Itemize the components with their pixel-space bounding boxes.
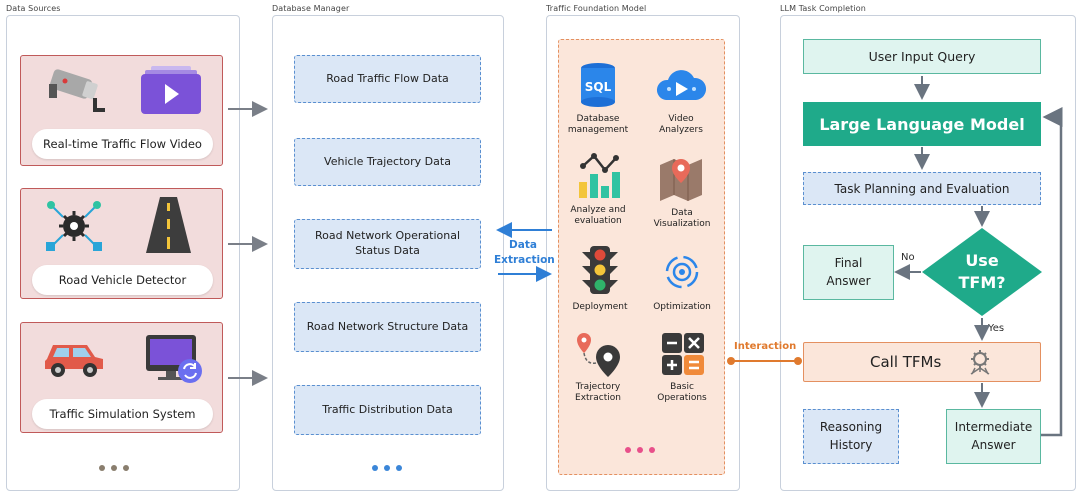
- tool-label-line2: Operations: [657, 393, 707, 404]
- tool-label-line1: Trajectory: [575, 382, 621, 392]
- data-extraction-line2: Extraction: [494, 253, 555, 266]
- task-planning-evaluation: Task Planning and Evaluation: [803, 172, 1041, 205]
- source-label-detector: Road Vehicle Detector: [32, 265, 213, 295]
- tool-label-line1: Data: [671, 208, 693, 218]
- tool-label-line1: Analyze and: [570, 205, 626, 215]
- data-extraction-label: Data Extraction: [494, 238, 555, 267]
- source-to-db-arrows: [228, 101, 268, 386]
- final-answer: Final Answer: [803, 245, 894, 300]
- tool-label-deployment: Deployment: [572, 302, 628, 312]
- data-sources-more-dots: [96, 456, 132, 475]
- source-card-video: Real-time Traffic Flow Video: [20, 55, 223, 166]
- source-card-detector: Road Vehicle Detector: [20, 188, 223, 299]
- tfm-more-dots: [622, 438, 658, 457]
- sql-icon-text: SQL: [585, 80, 612, 94]
- reasoning-history-line1: Reasoning: [819, 420, 883, 435]
- tool-label-video: Video Analyzers: [644, 114, 718, 137]
- reasoning-history-line2: History: [829, 437, 873, 452]
- bar-line-chart-icon: [579, 153, 620, 198]
- tool-label-line1: Basic: [670, 382, 694, 392]
- source-card-simulation: Traffic Simulation System: [20, 322, 223, 433]
- tool-label-line1: Video: [668, 114, 694, 124]
- data-extraction-arrows: [496, 222, 552, 282]
- large-language-model: Large Language Model: [803, 102, 1041, 146]
- map-pin-icon: [660, 159, 702, 201]
- decision-label: Use TFM?: [940, 250, 1024, 293]
- db-item-traffic-distribution: Traffic Distribution Data: [294, 385, 481, 435]
- decision-line1: Use: [965, 251, 999, 270]
- llm-flow-arrows: [894, 76, 1063, 437]
- surveillance-camera-icon: [49, 69, 105, 112]
- interaction-connector: [727, 357, 802, 365]
- reasoning-history: Reasoning History: [803, 409, 899, 464]
- source-label-simulation: Traffic Simulation System: [32, 399, 213, 429]
- target-icon: [665, 255, 699, 289]
- tfm-tools-area: [558, 39, 725, 475]
- section-title-data-sources: Data Sources: [6, 4, 61, 13]
- tool-label-line1: Database: [576, 114, 620, 124]
- db-item-road-traffic-flow: Road Traffic Flow Data: [294, 55, 481, 103]
- db-item-road-network-structure: Road Network Structure Data: [294, 302, 481, 352]
- tool-label-analyze: Analyze and evaluation: [562, 205, 634, 228]
- tool-label-line2: management: [567, 125, 629, 136]
- user-input-query: User Input Query: [803, 39, 1041, 74]
- no-label: No: [901, 252, 915, 263]
- db-item-road-network-operational: Road Network Operational Status Data: [294, 219, 481, 269]
- car-icon: [45, 345, 103, 377]
- tool-label-visualization: Data Visualization: [644, 208, 720, 231]
- decision-diamond: [922, 228, 1042, 316]
- db-item-line1: Road Network Operational: [314, 229, 461, 243]
- final-answer-line1: Final: [834, 256, 863, 271]
- gear-network-icon: [970, 350, 990, 375]
- sql-database-icon: SQL: [581, 63, 615, 107]
- section-title-database-manager: Database Manager: [272, 4, 350, 13]
- intermediate-answer: Intermediate Answer: [946, 409, 1041, 464]
- interaction-label: Interaction: [734, 341, 797, 352]
- final-answer-line2: Answer: [826, 273, 871, 288]
- call-tfms-label: Call TFMs: [870, 353, 942, 371]
- calculator-icon: [662, 333, 704, 375]
- call-tfms-box: Call TFMs: [803, 342, 1041, 382]
- traffic-light-icon: [582, 246, 618, 294]
- route-pins-icon: [577, 333, 620, 377]
- section-title-traffic-foundation-model: Traffic Foundation Model: [546, 4, 647, 13]
- cloud-video-icon: [657, 70, 706, 100]
- db-item-vehicle-trajectory: Vehicle Trajectory Data: [294, 138, 481, 186]
- source-label-video: Real-time Traffic Flow Video: [32, 129, 213, 159]
- tool-label-trajectory: Trajectory Extraction: [562, 382, 634, 405]
- intermediate-answer-line1: Intermediate: [954, 420, 1033, 435]
- tool-label-line2: Analyzers: [659, 125, 703, 136]
- database-more-dots: [369, 456, 405, 475]
- video-player-icon: [141, 66, 201, 114]
- tool-label-database: Database management: [562, 114, 634, 137]
- tool-label-basic-ops: Basic Operations: [644, 382, 720, 405]
- tool-label-optimization: Optimization: [653, 302, 711, 312]
- tool-label-line2: Extraction: [575, 393, 621, 404]
- data-extraction-line1: Data: [509, 239, 537, 251]
- intermediate-answer-line2: Answer: [971, 437, 1016, 452]
- sensor-network-icon: [46, 201, 102, 251]
- decision-line2: TFM?: [958, 272, 1006, 292]
- road-icon: [146, 197, 191, 253]
- monitor-sync-icon: [146, 335, 202, 383]
- db-item-line2: Status Data: [355, 244, 420, 257]
- tool-label-line2: Visualization: [653, 219, 711, 230]
- yes-label: Yes: [988, 323, 1005, 334]
- tool-label-line2: evaluation: [574, 216, 622, 227]
- section-title-llm-task-completion: LLM Task Completion: [780, 4, 866, 13]
